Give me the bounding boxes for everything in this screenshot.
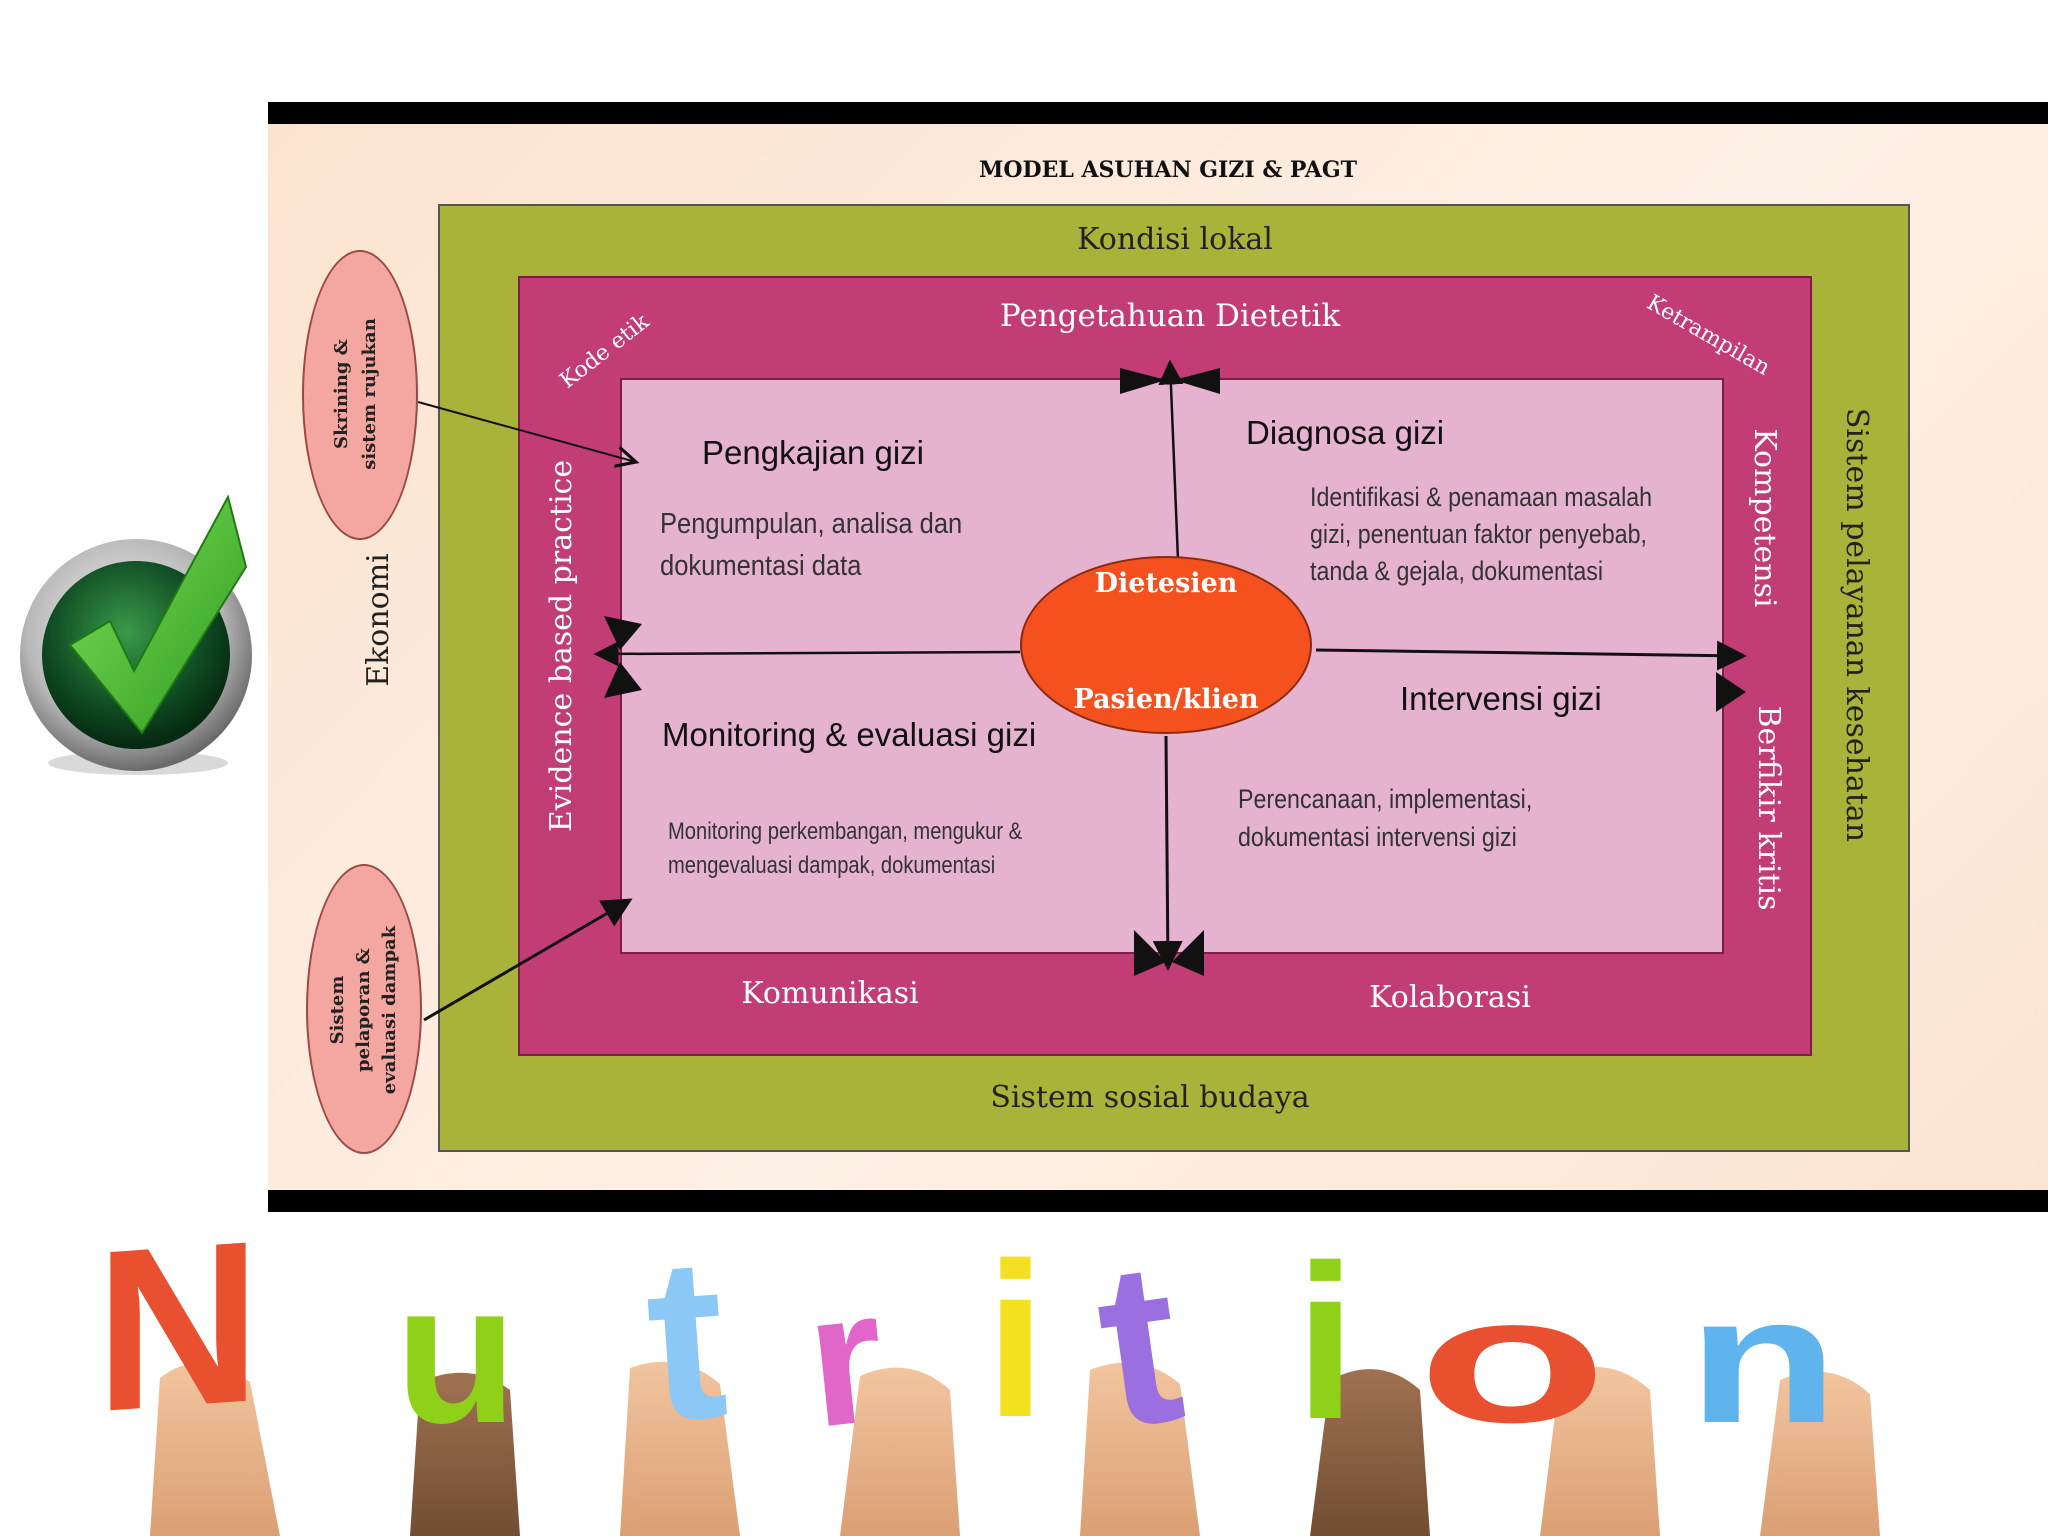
quadrant-diagnosis-line3: tanda & gejala, dokumentasi: [1310, 556, 1604, 586]
banner-letter-4: r: [798, 1249, 894, 1468]
quadrant-diagnosis-title: Diagnosa gizi: [1246, 414, 1445, 451]
banner-letter-2: u: [395, 1242, 517, 1465]
checkmark-icon: [20, 494, 252, 775]
screening-oval: [302, 250, 418, 540]
nutrition-banner: N u t r i t i o n: [95, 1192, 1880, 1536]
quadrant-assessment-title: Pengkajian gizi: [702, 434, 924, 471]
outer-band-bottom-label: Sistem sosial budaya: [990, 1080, 1310, 1115]
arrow-down: [1152, 735, 1183, 971]
quadrant-monitoring-title: Monitoring & evaluasi gizi: [662, 716, 1037, 753]
screening-oval-line1: Skrining &: [331, 339, 352, 449]
center-bottom-label: Pasien/klien: [1073, 684, 1259, 715]
oval-top-connector: [417, 401, 636, 462]
middle-band-top-label: Pengetahuan Dietetik: [999, 298, 1341, 334]
diagram-title: MODEL ASUHAN GIZI & PAGT: [978, 157, 1358, 183]
triangle-right: [1716, 672, 1746, 712]
banner-letter-9: n: [1687, 1259, 1838, 1461]
center-top-label: Dietesien: [1094, 568, 1238, 599]
quadrant-intervention-line2: dokumentasi intervensi gizi: [1238, 822, 1517, 852]
quadrant-diagnosis-line1: Identifikasi & penamaan masalah: [1310, 482, 1653, 512]
banner-letter-7: i: [1295, 1219, 1356, 1465]
reporting-oval-line1: Sistem: [327, 975, 348, 1045]
screening-oval-line2: sistem rujukan: [359, 318, 380, 470]
reporting-oval-line3: evaluasi dampak: [379, 925, 400, 1095]
outer-band-top-label: Kondisi lokal: [1077, 222, 1273, 257]
banner-letter-1: N: [95, 1192, 261, 1460]
middle-band-bottom-right-label: Kolaborasi: [1369, 980, 1531, 1015]
quadrant-monitoring-line2: mengevaluasi dampak, dokumentasi: [668, 852, 996, 879]
quadrant-monitoring-line1: Monitoring perkembangan, mengukur &: [668, 818, 1023, 845]
bowtie-bottom: [1134, 930, 1204, 976]
banner-letter-3: t: [639, 1208, 733, 1470]
quadrant-assessment-line1: Pengumpulan, analisa dan: [660, 508, 963, 540]
dietitian-patient-ellipse: [1020, 556, 1312, 734]
banner-letter-8: o: [1418, 1259, 1608, 1460]
oval-bottom-connector: [423, 898, 633, 1022]
banner-letter-5: i: [985, 1217, 1046, 1463]
bowtie-top: [1120, 368, 1220, 394]
reporting-oval-line2: pelaporan &: [353, 948, 374, 1072]
quadrant-diagnosis-line2: gizi, penentuan faktor penyebab,: [1310, 519, 1647, 549]
reporting-oval: [306, 864, 422, 1154]
quadrant-intervention-title: Intervensi gizi: [1400, 680, 1602, 717]
arrow-up: [1158, 359, 1184, 561]
middle-band-bottom-left-label: Komunikasi: [741, 976, 919, 1011]
bowtie-left: [604, 616, 642, 698]
quadrant-intervention-line1: Perencanaan, implementasi,: [1238, 784, 1533, 814]
arrow-right: [1315, 640, 1747, 671]
quadrant-assessment-line2: dokumentasi data: [660, 550, 862, 582]
hands: [150, 1361, 1880, 1536]
arrow-left: [593, 641, 1021, 667]
